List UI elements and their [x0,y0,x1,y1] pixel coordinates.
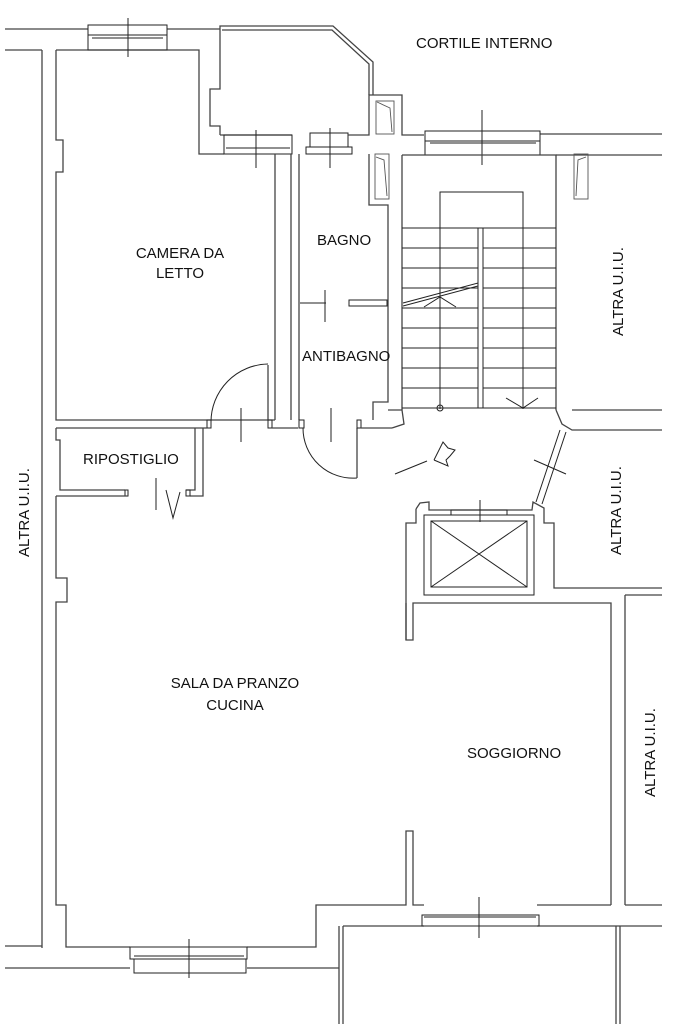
label-other-unit-right-mid: ALTRA U.I.U. [608,466,625,555]
room-bedroom: CAMERA DA LETTO [105,244,255,284]
living-walls [343,603,662,1024]
label-bedroom-line2: LETTO [155,265,205,282]
label-dining-line2: CUCINA [206,697,264,714]
staircase [402,191,556,412]
stairwell-top [374,110,662,410]
label-storage: RIPOSTIGLIO [83,451,179,468]
elevator [405,500,662,905]
label-bathroom: BAGNO [317,232,372,249]
label-antibathroom: ANTIBAGNO [302,348,391,365]
label-courtyard: CORTILE INTERNO [416,35,553,52]
label-other-unit-left: ALTRA U.I.U. [16,468,33,557]
window-bedroom [87,18,168,57]
label-bedroom-line1: CAMERA DA [135,245,225,262]
top-left-walls [5,28,275,948]
bathroom-walls [274,154,403,420]
landing-walls [388,409,662,505]
label-dining-line1: SALA DA PRANZO [170,675,300,692]
label-living: SOGGIORNO [467,745,562,762]
room-dining-kitchen: SALA DA PRANZO CUCINA [140,674,330,716]
label-other-unit-right-top: ALTRA U.I.U. [610,247,627,336]
dining-walls [5,496,424,1024]
top-bay-walls [209,25,424,168]
label-other-unit-right-bottom: ALTRA U.I.U. [642,708,659,797]
corridor-walls [55,363,392,520]
